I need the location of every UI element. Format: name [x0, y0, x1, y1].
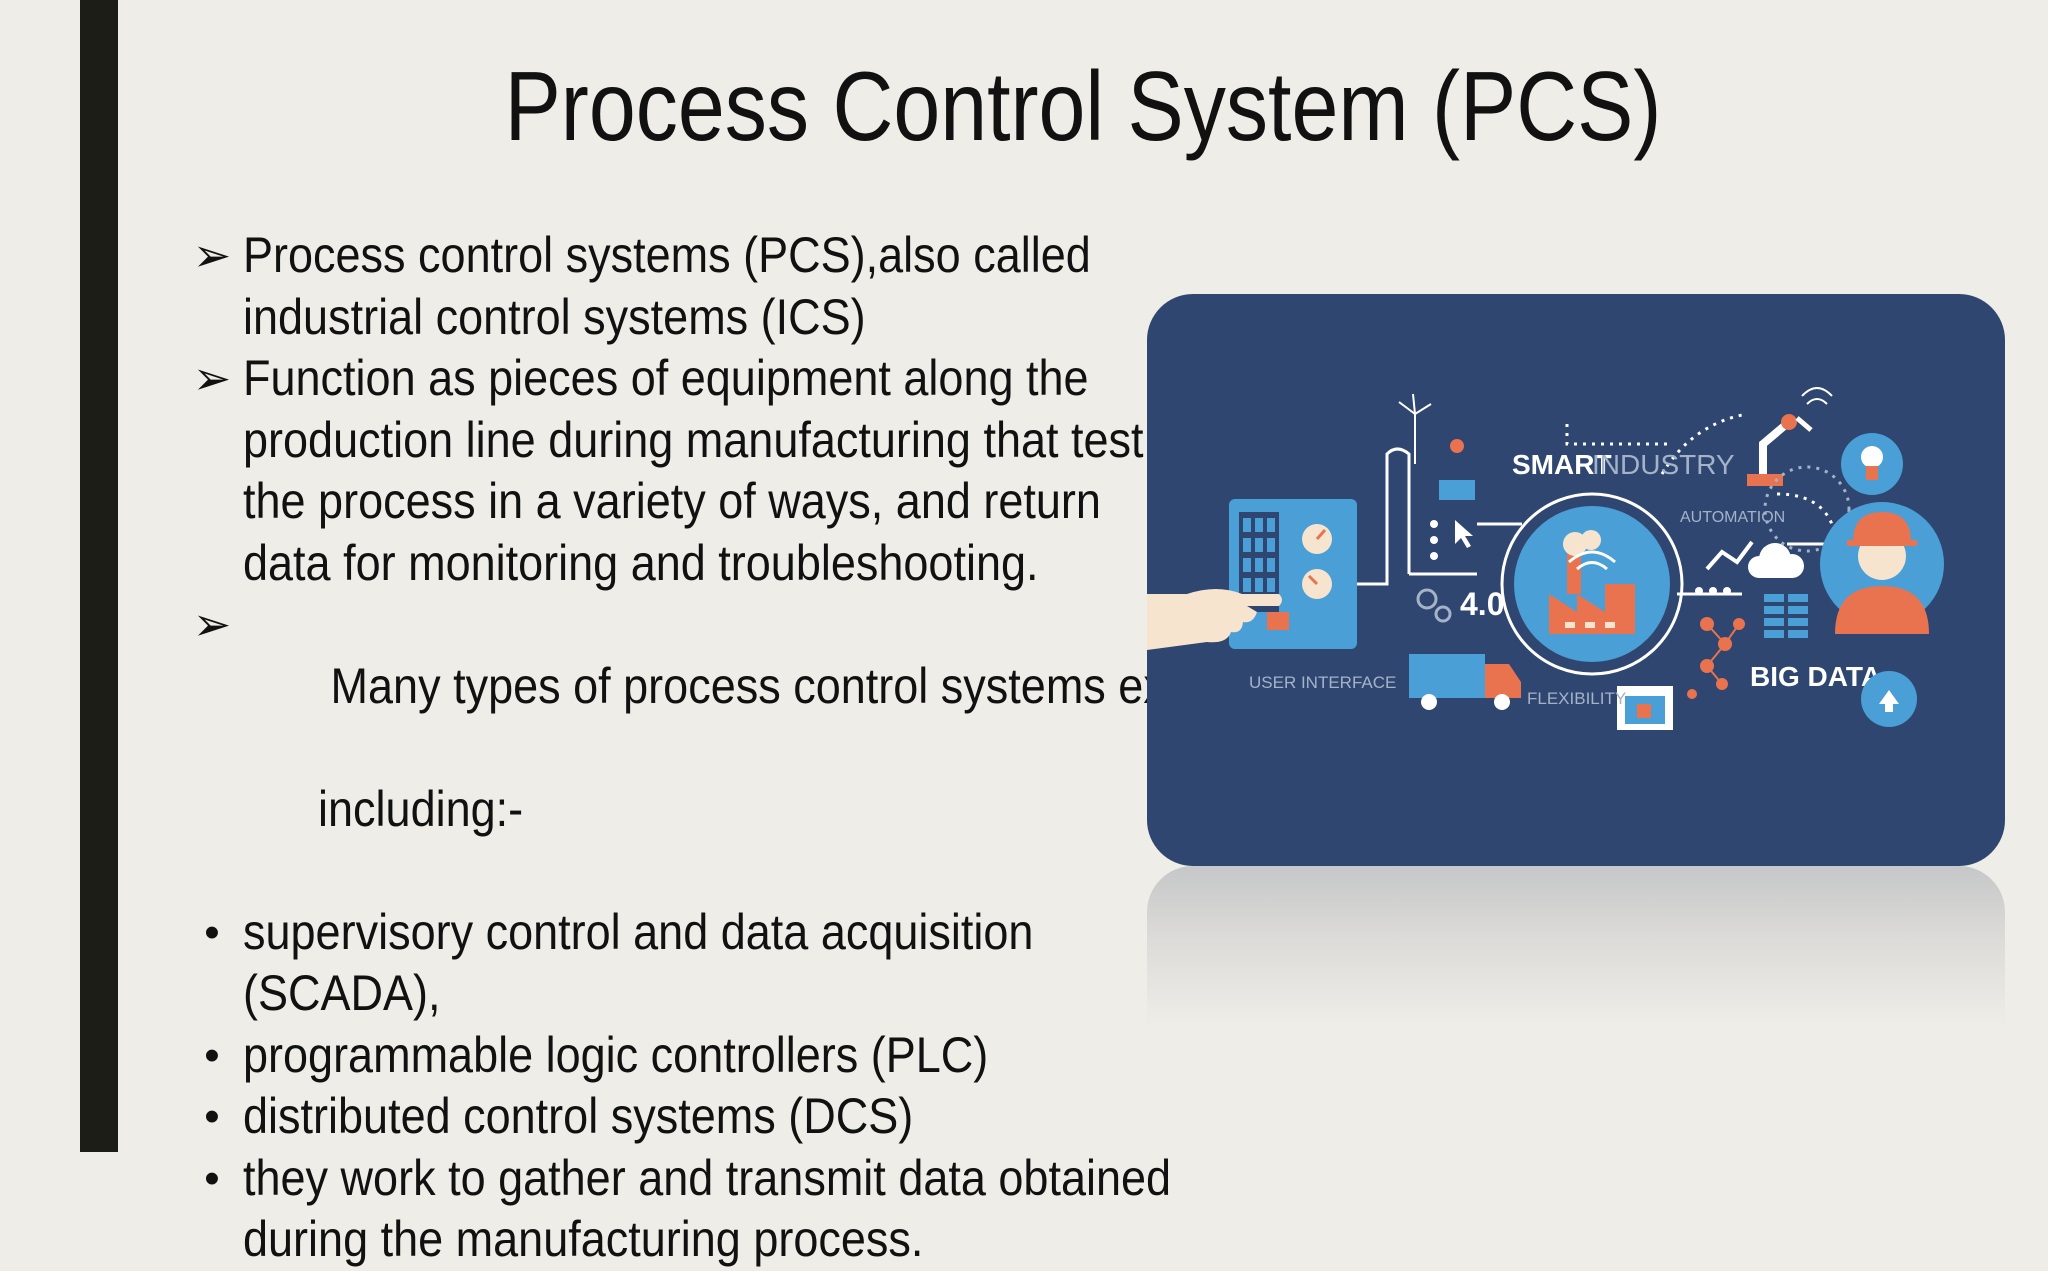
bullet-line: industrial control systems (ICS): [243, 288, 866, 345]
worker-avatar-icon: [1820, 502, 1944, 634]
bullet-item: • supervisory control and data acquisiti…: [190, 902, 1150, 1025]
industry-label: INDUSTRY: [1592, 449, 1735, 480]
sun-icon: [1450, 439, 1464, 453]
arrow-bullet-icon: ➢: [192, 598, 232, 650]
gear-icon: [1416, 588, 1452, 623]
network-icon: [1687, 617, 1745, 699]
bullet-line: data for monitoring and troubleshooting.: [243, 534, 1039, 591]
bullet-item: ➢ Many types of process control systems …: [190, 594, 1224, 902]
bullet-line: (SCADA),: [243, 965, 441, 1021]
slide-title: Process Control System (PCS): [504, 51, 1662, 161]
flexibility-label: FLEXIBILITY: [1527, 689, 1626, 708]
bullet-list: ➢ Process control systems (PCS),also cal…: [190, 225, 1224, 1271]
database-icon: [1764, 594, 1808, 638]
bullet-line: production line during manufacturing tha…: [243, 411, 1144, 468]
solar-panel-icon: [1439, 480, 1475, 500]
user-interface-icon: [1229, 499, 1357, 649]
bullet-item: ➢ Process control systems (PCS),also cal…: [190, 225, 1150, 348]
automation-ring-icon: [1763, 465, 1851, 553]
image-reflection: [1147, 866, 2005, 1026]
upload-icon: [1861, 671, 1917, 727]
dot-bullet-icon: •: [204, 1092, 220, 1141]
version-label: 4.0: [1460, 586, 1504, 622]
robot-arm-icon: [1747, 387, 1833, 486]
printer-3d-icon: [1617, 686, 1673, 730]
illustration-card: USER INTERFACE 4.0: [1147, 294, 2005, 866]
bullet-line: Function as pieces of equipment along th…: [243, 350, 1089, 406]
dot-bullet-icon: •: [204, 1153, 220, 1203]
bullet-text: distributed control systems (DCS): [243, 1086, 1197, 1148]
bullet-line: during the manufacturing process.: [243, 1211, 924, 1267]
bullet-item: ➢ Function as pieces of equipment along …: [190, 348, 1150, 594]
big-data-label: BIG DATA: [1750, 661, 1881, 692]
wind-turbine-icon: [1398, 393, 1432, 464]
bullet-line: they work to gather and transmit data ob…: [243, 1149, 1172, 1206]
automation-label: AUTOMATION: [1680, 509, 1785, 526]
bullet-line: distributed control systems (DCS): [243, 1088, 914, 1144]
dot-bullet-icon: •: [204, 1030, 220, 1080]
connection-dots-icon: [1695, 587, 1731, 595]
connector-lines: [1357, 412, 1847, 596]
bullet-line: Process control systems (PCS),also calle…: [243, 227, 1091, 283]
bullet-text: programmable logic controllers (PLC): [243, 1025, 1197, 1087]
hand-icon: [1147, 589, 1282, 650]
bullet-text: they work to gather and transmit data ob…: [243, 1148, 1197, 1271]
factory-icon: [1500, 492, 1684, 676]
arrow-bullet-icon: ➢: [192, 229, 232, 281]
bullet-text: Function as pieces of equipment along th…: [243, 348, 1197, 594]
left-accent-bar: [80, 0, 118, 1152]
dots-icon: [1430, 520, 1438, 560]
bullet-item: • programmable logic controllers (PLC): [190, 1025, 1150, 1087]
bullet-line: programmable logic controllers (PLC): [243, 1026, 989, 1083]
smart-industry-graphic: USER INTERFACE 4.0: [1147, 387, 1944, 730]
bullet-item: • they work to gather and transmit data …: [190, 1148, 1171, 1271]
user-interface-label: USER INTERFACE: [1249, 673, 1396, 692]
bullet-text: Process control systems (PCS),also calle…: [243, 225, 1197, 348]
lightbulb-icon: [1841, 433, 1903, 495]
bullet-text: supervisory control and data acquisition…: [243, 902, 1197, 1025]
bullet-line: including:-: [318, 780, 524, 837]
bullet-item: • distributed control systems (DCS): [190, 1086, 1150, 1148]
smart-industry-illustration: USER INTERFACE 4.0: [1147, 294, 2005, 866]
cloud-icon: [1748, 543, 1804, 578]
bullet-text: Many types of process control systems ex…: [243, 594, 1223, 902]
bullet-line: supervisory control and data acquisition: [243, 903, 1034, 960]
dot-bullet-icon: •: [204, 907, 220, 957]
arrow-bullet-icon: ➢: [192, 352, 232, 404]
trend-line-icon: [1705, 540, 1754, 571]
smart-label: SMART: [1512, 449, 1612, 480]
bullet-line: Many types of process control systems ex…: [318, 657, 1224, 714]
cursor-icon: [1455, 520, 1473, 548]
bullet-line: the process in a variety of ways, and re…: [243, 473, 1101, 529]
truck-icon: [1409, 654, 1521, 710]
